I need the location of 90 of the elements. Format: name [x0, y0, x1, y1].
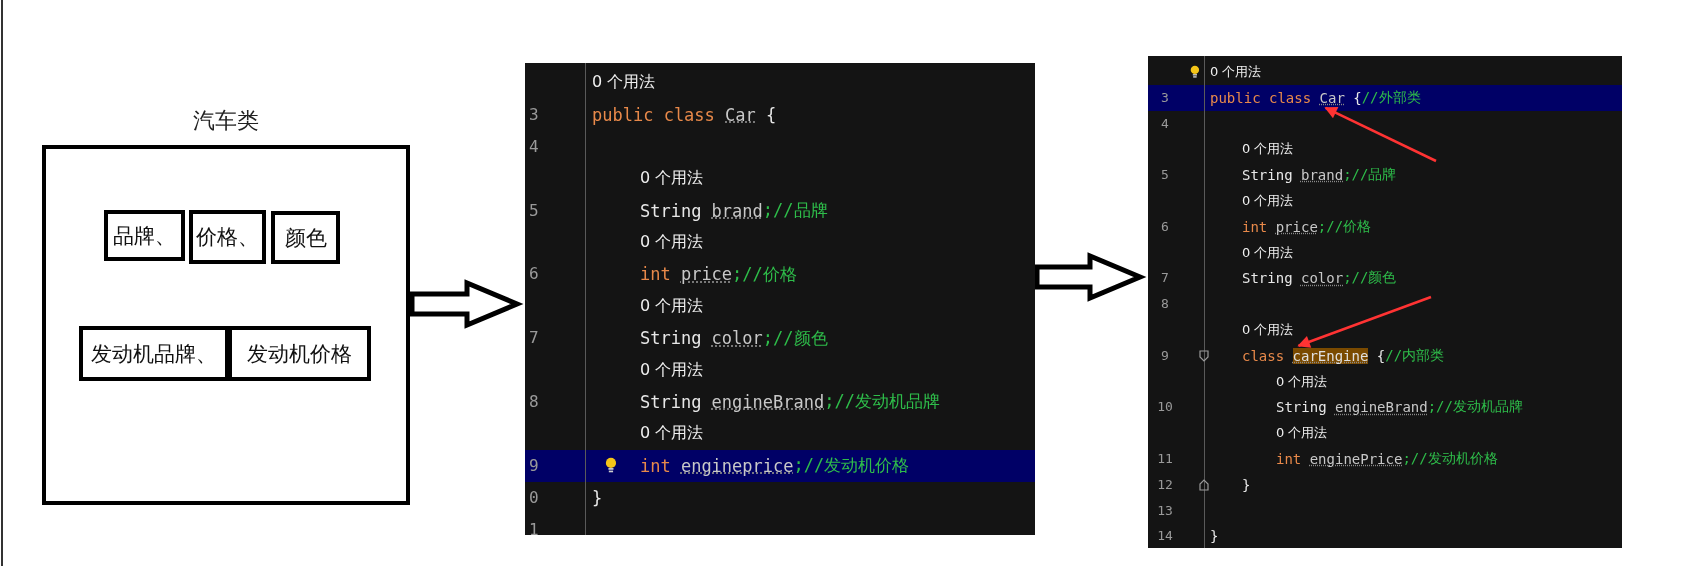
- code-keyword: public class: [1210, 89, 1312, 106]
- code-comment: ;//颜色: [762, 326, 828, 350]
- code-text: {: [1376, 347, 1386, 364]
- usage-hint: 0 个用法: [1242, 243, 1294, 262]
- code-keyword: int: [1242, 218, 1268, 235]
- line-number: 5: [529, 199, 540, 222]
- line-number: 6: [1160, 217, 1170, 236]
- code-text: }: [592, 487, 603, 508]
- arrow: [1324, 106, 1437, 163]
- code-identifier: brand: [1300, 167, 1344, 184]
- code-keyword: int: [640, 455, 671, 476]
- block-arrow: [409, 279, 524, 329]
- code-identifier: enginePrice: [1309, 451, 1403, 467]
- line-number: 4: [1160, 114, 1170, 133]
- code-keyword: int: [640, 264, 671, 285]
- code-identifier: Car: [725, 104, 756, 125]
- line-number: 0: [529, 486, 540, 509]
- line-number: 7: [529, 327, 540, 350]
- code-text: String: [640, 328, 702, 349]
- usage-hint: 0 个用法: [592, 72, 656, 94]
- code-text: String: [1242, 167, 1293, 184]
- code-identifier: brand: [711, 200, 763, 221]
- code-identifier: carEngine: [1292, 347, 1369, 364]
- usage-hint: 0 个用法: [1242, 321, 1294, 339]
- usage-hint: 0 个用法: [640, 295, 704, 317]
- code-identifier: price: [1275, 218, 1318, 235]
- usage-hint: 0 个用法: [640, 423, 704, 445]
- code-comment: //内部类: [1385, 346, 1445, 365]
- code-identifier: engineBrand: [711, 392, 825, 412]
- line-number: 4: [529, 135, 540, 158]
- block-arrow: [1034, 252, 1147, 302]
- line-number: 8: [1160, 295, 1170, 314]
- line-number: 6: [529, 263, 540, 286]
- line-number: 3: [529, 103, 540, 126]
- code-comment: //外部类: [1361, 88, 1421, 107]
- line-number: 14: [1156, 527, 1174, 546]
- usage-hint: 0 个用法: [640, 232, 704, 253]
- code-identifier: engineprice: [680, 455, 794, 476]
- code-comment: ;//颜色: [1343, 269, 1397, 288]
- code-identifier: price: [680, 264, 733, 285]
- line-number: 1: [529, 518, 540, 535]
- code-comment: ;//发动机价格: [1402, 450, 1498, 468]
- code-comment: ;//价格: [732, 262, 797, 286]
- code-editor-panel: [1148, 56, 1622, 548]
- field-box: 发动机品牌、: [79, 326, 229, 381]
- line-number: 5: [1160, 166, 1170, 185]
- line-number: 8: [529, 390, 540, 413]
- code-text: }: [1242, 476, 1251, 493]
- field-box: 价格、: [189, 210, 266, 264]
- code-comment: ;//品牌: [1343, 166, 1397, 185]
- code-identifier: color: [711, 328, 763, 349]
- code-text: String: [1276, 399, 1327, 416]
- line-number: 12: [1156, 475, 1174, 494]
- usage-hint: 0 个用法: [640, 359, 704, 381]
- line-number: 11: [1156, 449, 1174, 468]
- code-editor-panel: [525, 63, 1035, 535]
- code-text: String: [640, 200, 702, 221]
- code-text: String: [1242, 270, 1293, 287]
- usage-hint: 0 个用法: [1242, 140, 1294, 159]
- code-comment: ;//价格: [1317, 217, 1372, 236]
- line-number: 13: [1156, 501, 1174, 520]
- code-comment: ;//发动机价格: [793, 454, 910, 478]
- code-keyword: class: [1242, 347, 1285, 364]
- line-number: 9: [529, 454, 540, 477]
- code-text: {: [1353, 89, 1362, 106]
- field-box: 品牌、: [104, 210, 185, 261]
- arrow: [1297, 295, 1432, 348]
- code-keyword: int: [1276, 451, 1302, 467]
- code-comment: ;//发动机品牌: [824, 390, 940, 414]
- usage-hint: 0 个用法: [1242, 192, 1294, 210]
- code-identifier: color: [1300, 270, 1344, 287]
- field-box: 发动机价格: [228, 326, 371, 381]
- code-comment: ;//发动机品牌: [1427, 398, 1523, 417]
- field-box: 颜色: [271, 211, 340, 264]
- code-text: String: [640, 392, 702, 412]
- code-identifier: engineBrand: [1334, 399, 1428, 416]
- code-identifier: Car: [1319, 89, 1345, 106]
- line-number: 9: [1160, 346, 1170, 365]
- line-number: 7: [1160, 269, 1170, 288]
- code-keyword: public class: [592, 104, 715, 125]
- line-number: 10: [1156, 398, 1174, 417]
- usage-hint: 0 个用法: [1276, 372, 1328, 391]
- code-text: }: [1210, 528, 1219, 545]
- usage-hint: 0 个用法: [1210, 63, 1262, 81]
- usage-hint: 0 个用法: [1276, 424, 1328, 443]
- line-number: 3: [1160, 88, 1170, 107]
- usage-hint: 0 个用法: [640, 168, 704, 190]
- code-text: {: [765, 104, 777, 125]
- class-title: 汽车类: [192, 107, 260, 135]
- code-comment: ;//品牌: [762, 199, 828, 223]
